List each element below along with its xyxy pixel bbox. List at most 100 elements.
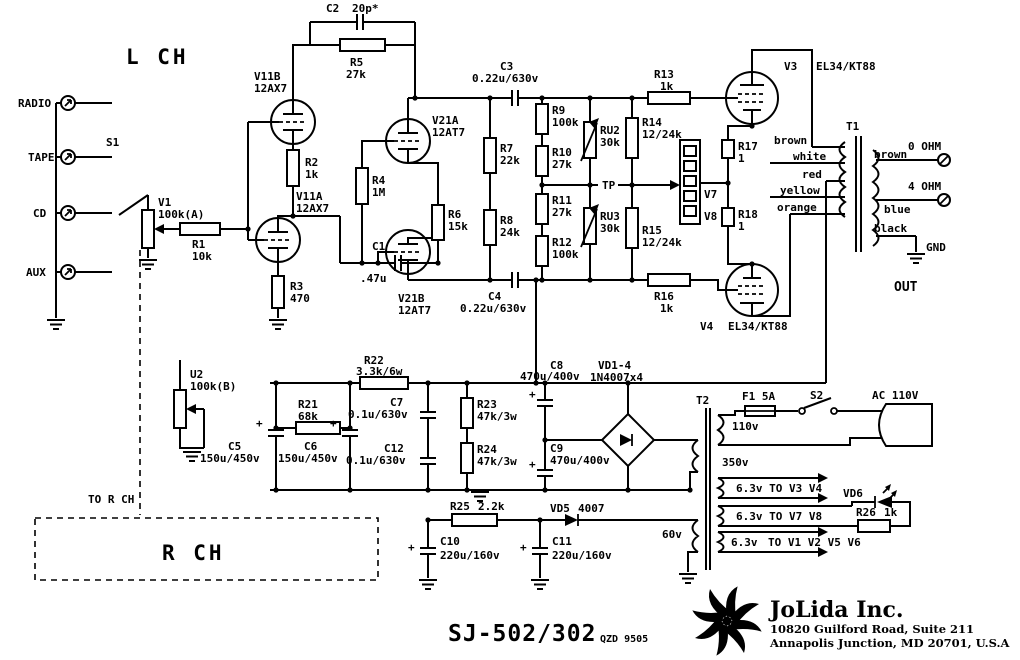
c11-value: 220u/160v: [552, 549, 612, 562]
r18-value: 1: [738, 220, 745, 233]
r4-value: 1M: [372, 186, 386, 199]
v3-type: EL34/KT88: [816, 60, 876, 73]
left-channel-title: L CH: [126, 45, 189, 69]
r23-label: R23: [477, 398, 497, 411]
c11-plus: +: [520, 541, 527, 554]
junction-dots: [245, 95, 755, 523]
v21b-type: 12AT7: [398, 304, 431, 317]
ru2-value: 30k: [600, 136, 620, 149]
resistor-r15: [625, 207, 639, 249]
r12-label: R12: [552, 236, 572, 249]
r14-label: R14: [642, 116, 662, 129]
r1-value: 10k: [192, 250, 212, 263]
tape-jack-icon: [60, 149, 76, 165]
c9-label: C9: [550, 442, 563, 455]
c12-value: 0.1u/630v: [346, 454, 406, 467]
r10-value: 27k: [552, 158, 572, 171]
diode-vd5-icon: [565, 514, 578, 526]
v21a-label: V21A: [432, 114, 459, 127]
ru3-value: 30k: [600, 222, 620, 235]
resistor-r11: [535, 193, 549, 225]
c8-value: 470u/400v: [520, 370, 580, 383]
r6-label: R6: [448, 208, 462, 221]
ru2-label: RU2: [600, 124, 620, 137]
c2-value: 20p*: [352, 2, 379, 15]
vd5-label: VD5: [550, 502, 570, 515]
c6-plus: +: [330, 417, 337, 430]
led-ray-icon: [885, 484, 891, 491]
pot-v1-value: 100k(A): [158, 208, 204, 221]
r21-value: 68k: [298, 410, 318, 423]
resistor-r18: [721, 207, 735, 227]
r8-value: 24k: [500, 226, 520, 239]
wire-red-label: red: [802, 168, 822, 181]
t1-label: T1: [846, 120, 860, 133]
r5-value: 27k: [346, 68, 366, 81]
out-label: OUT: [894, 280, 918, 295]
ru3-label: RU3: [600, 210, 620, 223]
ground-icon: [906, 253, 926, 264]
heater1-label: 6.3v TO V3 V4: [736, 482, 822, 495]
to-r-ch-label: TO R CH: [88, 493, 134, 506]
v4-label: V4: [700, 320, 714, 333]
revision-code: QZD 9505: [600, 634, 648, 645]
c1-label: C1: [372, 240, 386, 253]
resistor-r13: [647, 91, 691, 105]
r1-label: R1: [192, 238, 206, 251]
r26-label: R26: [856, 506, 876, 519]
model-number: SJ-502/302: [448, 621, 596, 647]
radio-jack-icon: [60, 95, 76, 111]
pot-v1: [141, 209, 155, 249]
trimmer-ru3-arrow: [589, 204, 599, 215]
r13-value: 1k: [660, 80, 674, 93]
r5-label: R5: [350, 56, 363, 69]
r2-value: 1k: [305, 168, 319, 181]
components: [34, 38, 933, 581]
v4-type: EL34/KT88: [728, 320, 788, 333]
r11-value: 27k: [552, 206, 572, 219]
r3-value: 470: [290, 292, 310, 305]
r22-value: 3.3k/6w: [356, 365, 403, 378]
r24-value: 47k/3w: [477, 455, 517, 468]
v11a-type: 12AX7: [296, 202, 329, 215]
c3-value: 0.22u/630v: [472, 72, 539, 85]
r17-value: 1: [738, 152, 745, 165]
tap-4ohm-label: 4 OHM: [908, 180, 941, 193]
speaker-jack-icon: [937, 193, 951, 207]
vd5-value: 4007: [578, 502, 605, 515]
tap-0ohm-label: 0 OHM: [908, 140, 941, 153]
c5-label: C5: [228, 440, 241, 453]
switch-s2-contact: [830, 407, 838, 415]
c6-label: C6: [304, 440, 318, 453]
r14-value: 12/24k: [642, 128, 682, 141]
c5-plus: +: [256, 417, 263, 430]
ground-icon: [182, 451, 202, 462]
resistor-r25: [451, 513, 498, 527]
v11a-label: V11A: [296, 190, 323, 203]
title-block: SJ-502/302 QZD 9505 JoLida Inc. 10820 Gu…: [448, 586, 1011, 656]
company-address-2: Annapolis Junction, MD 20701, U.S.A: [769, 636, 1011, 650]
r7-label: R7: [500, 142, 513, 155]
pot-u2-label: U2: [190, 368, 203, 381]
switch-s2-label: S2: [810, 389, 823, 402]
resistor-r4: [355, 167, 369, 205]
resistor-r3: [271, 275, 285, 309]
ac-label: AC 110V: [872, 389, 919, 402]
resistor-r9: [535, 103, 549, 135]
ground-icon: [46, 319, 66, 330]
v11b-label: V11B: [254, 70, 281, 83]
heater3-label: 6.3v: [731, 536, 758, 549]
bridge-diode-icon: [620, 434, 632, 446]
led-vd6-icon: [877, 496, 892, 508]
cd-jack-icon: [60, 205, 76, 221]
ground-icon: [418, 579, 438, 590]
resistor-r1: [179, 222, 221, 236]
c9-plus: +: [529, 458, 536, 471]
tp-arrow-icon: [670, 180, 680, 190]
wire-white-label: white: [793, 150, 826, 163]
r26-value: 1k: [884, 506, 898, 519]
r13-label: R13: [654, 68, 674, 81]
c10-plus: +: [408, 541, 415, 554]
aux-jack-icon: [60, 264, 76, 280]
